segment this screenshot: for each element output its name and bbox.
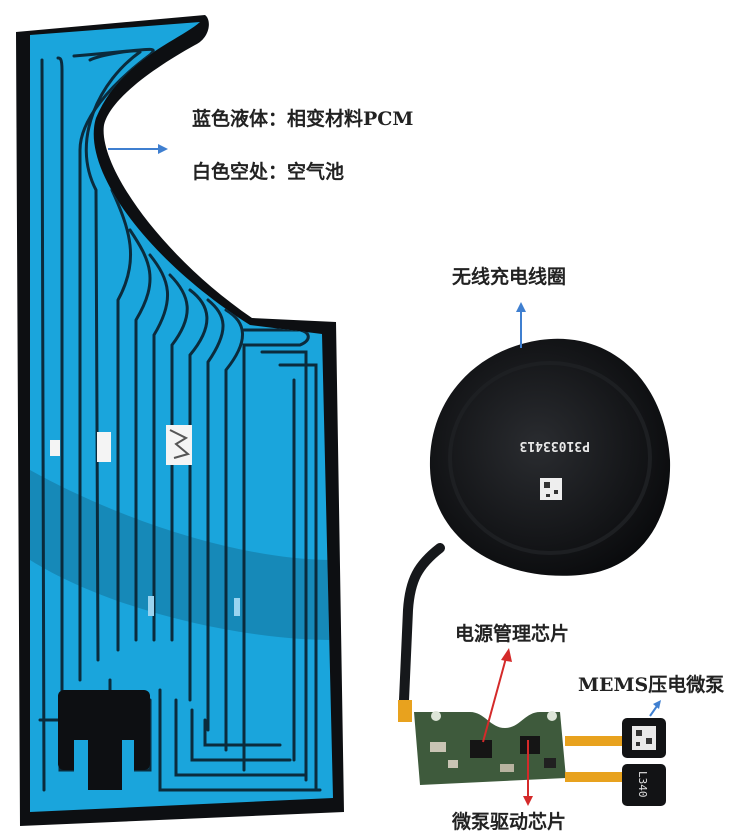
mems-pump-qr bbox=[632, 726, 656, 750]
mems-pump-top bbox=[622, 718, 666, 758]
coil-marking: P31033413 bbox=[520, 438, 590, 453]
label-mems-pump: MEMS压电微泵 bbox=[578, 670, 724, 697]
label-pcm: 蓝色液体：相变材料PCM bbox=[192, 104, 413, 131]
arrow-to-mems bbox=[650, 700, 661, 716]
plate-black-pad-stem bbox=[88, 740, 122, 790]
pcb-component-1 bbox=[430, 742, 446, 752]
arrow-to-coil bbox=[516, 302, 526, 348]
flex-connector-gold bbox=[398, 700, 412, 722]
coil-qr-sticker bbox=[540, 478, 562, 500]
plate-dot-2 bbox=[234, 598, 240, 616]
mems-pump-marking: L340 bbox=[636, 771, 649, 798]
pcb-component-3 bbox=[500, 764, 514, 772]
arrow-to-plate bbox=[108, 144, 168, 154]
pcb-hole-2 bbox=[547, 711, 557, 721]
wireless-charging-coil: P31033413 bbox=[430, 339, 670, 576]
pcm-cooling-plate bbox=[16, 15, 344, 826]
pcb-component-2 bbox=[448, 760, 458, 768]
pcb-component-4 bbox=[544, 758, 556, 768]
label-air-pool: 白色空处：空气池 bbox=[192, 157, 344, 184]
coil-body bbox=[430, 339, 670, 576]
pcb-board bbox=[414, 711, 566, 785]
mems-pump-bottom: L340 bbox=[622, 764, 666, 806]
plate-dot-1 bbox=[148, 596, 154, 616]
label-power-management-chip: 电源管理芯片 bbox=[455, 619, 569, 646]
pcb-hole bbox=[431, 711, 441, 721]
label-pump-driver-chip: 微泵驱动芯片 bbox=[452, 807, 566, 834]
plate-sticker-1 bbox=[50, 440, 60, 456]
mems-flex-bottom bbox=[565, 772, 625, 782]
plate-sticker-2 bbox=[97, 432, 111, 462]
label-wireless-coil: 无线充电线圈 bbox=[452, 262, 566, 289]
mems-flex-top bbox=[565, 736, 627, 746]
pump-driver-chip bbox=[520, 736, 540, 754]
flex-cable bbox=[404, 548, 440, 700]
pmic-chip bbox=[470, 740, 492, 758]
